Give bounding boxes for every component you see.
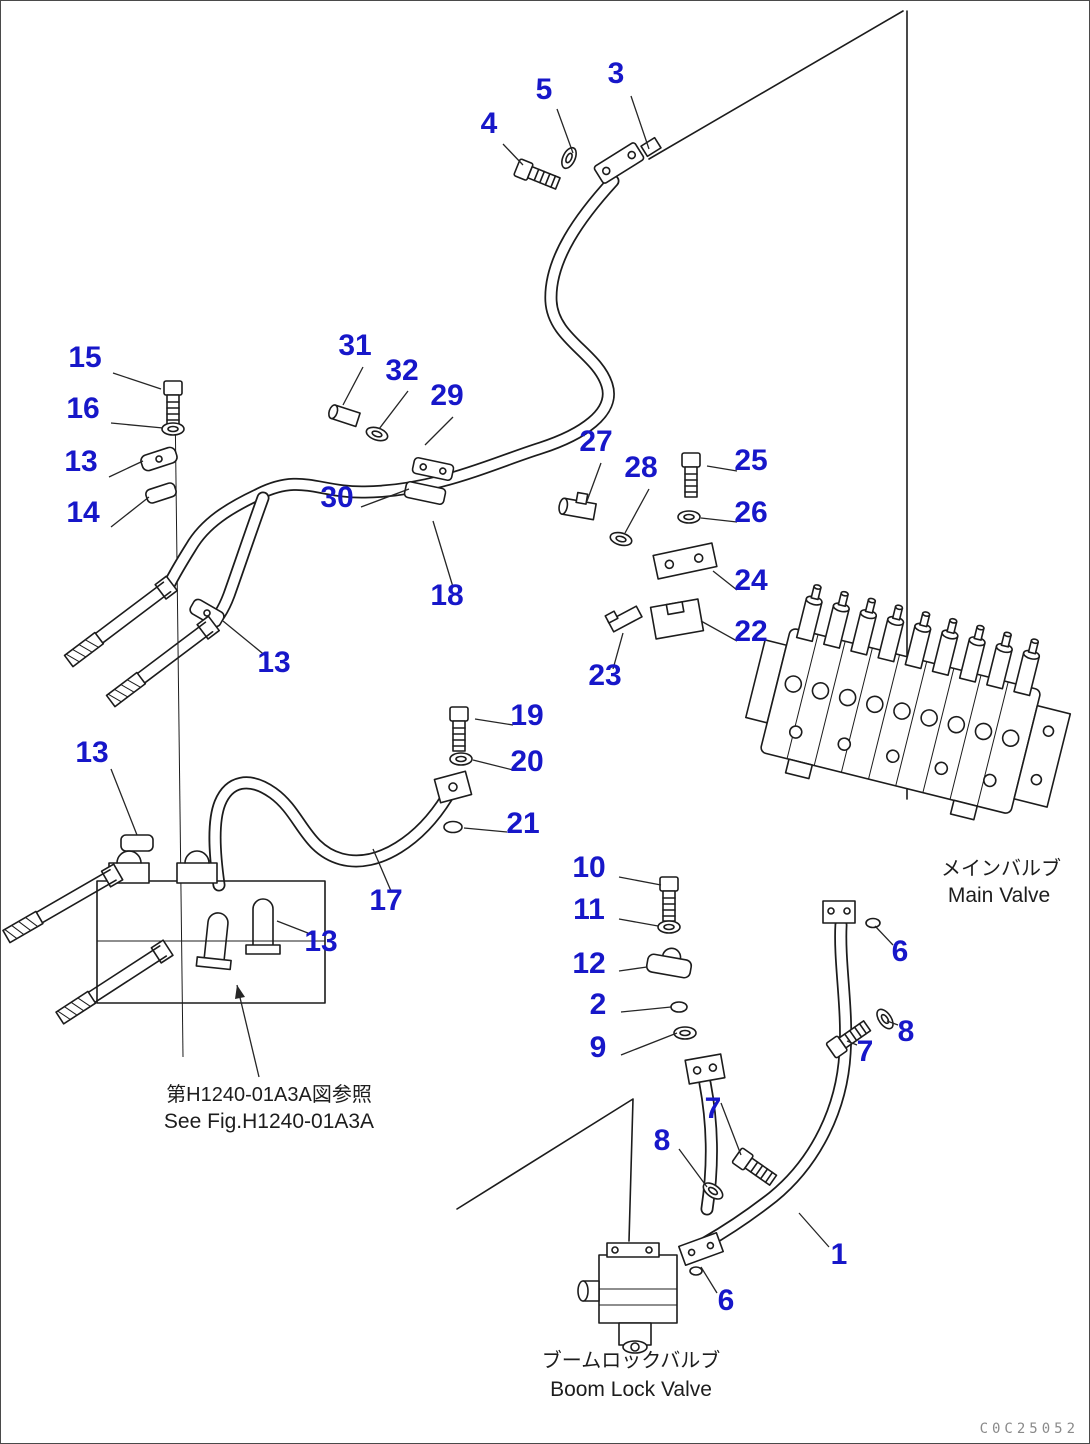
callout-13-c: 13 [75,736,109,769]
callout-26: 26 [734,496,768,529]
pipe-17-fitting-group [433,706,473,834]
see-fig-arrowhead [235,985,245,999]
callout-4: 4 [480,107,498,140]
callout-8-a: 8 [897,1015,915,1048]
callout-29: 29 [430,379,464,412]
boom-lock-valve-label-jp: ブームロックバルブ [541,1350,721,1372]
main-valve-label-jp: メインバルブ [941,858,1061,880]
callout-27: 27 [579,425,613,458]
callout-6-b: 6 [717,1284,735,1317]
callout-1: 1 [830,1238,848,1271]
callout-7-a: 7 [856,1035,874,1068]
mid-clamp-group [328,404,455,506]
washer-5-drawing [558,144,580,172]
see-fig-label-en: See Fig.H1240-01A3A [163,1110,375,1133]
callout-12: 12 [572,947,606,980]
callout-2: 2 [589,988,607,1021]
callout-9: 9 [589,1031,607,1064]
pipe-1-fittings [677,900,898,1276]
callout-19: 19 [510,699,544,732]
callout-23: 23 [588,659,622,692]
callout-22: 22 [734,615,768,648]
bolt-4-drawing [512,157,562,193]
callout-13-d: 13 [304,925,338,958]
pipe-17-drawing [208,776,454,892]
callout-7-b: 7 [704,1092,722,1125]
boom-lock-valve-label-en: Boom Lock Valve [550,1378,712,1401]
callout-8-b: 8 [653,1124,671,1157]
callout-16: 16 [66,392,100,425]
pipe-18-drawing [162,174,620,634]
top-flange-drawing [512,136,662,193]
callout-13-a: 13 [64,445,98,478]
elbow-clamp-group [645,876,726,1085]
document-code: C0C25052 [979,1421,1079,1437]
callout-31: 31 [338,329,372,362]
callout-20: 20 [510,745,544,778]
callout-3: 3 [607,57,625,90]
boundary-lines [174,10,908,1242]
main-valve-label-en: Main Valve [947,884,1051,907]
callout-25: 25 [734,444,768,477]
callout-11: 11 [573,893,605,926]
callout-30: 30 [320,481,354,514]
callout-15: 15 [68,341,102,374]
callout-14: 14 [66,496,100,529]
boom-lock-valve-drawing [577,1242,678,1354]
see-fig-label-jp: 第H1240-01A3A図参照 [166,1084,372,1106]
callout-10: 10 [572,851,606,884]
upper-left-clamp-group [63,380,225,708]
callout-32: 32 [385,354,419,387]
callout-6-a: 6 [891,935,909,968]
pipe-1-drawing [698,918,853,1250]
callout-17: 17 [369,884,403,917]
callout-24: 24 [734,564,768,597]
callout-28: 28 [624,451,658,484]
bracket-group [558,452,718,640]
main-valve-drawing [744,582,1072,821]
callout-13-b: 13 [257,646,291,679]
callout-18: 18 [430,579,464,612]
callout-21: 21 [506,807,540,840]
lower-manifold-drawing [2,834,326,1025]
leader-lines [108,95,899,1294]
callout-5: 5 [535,73,553,106]
